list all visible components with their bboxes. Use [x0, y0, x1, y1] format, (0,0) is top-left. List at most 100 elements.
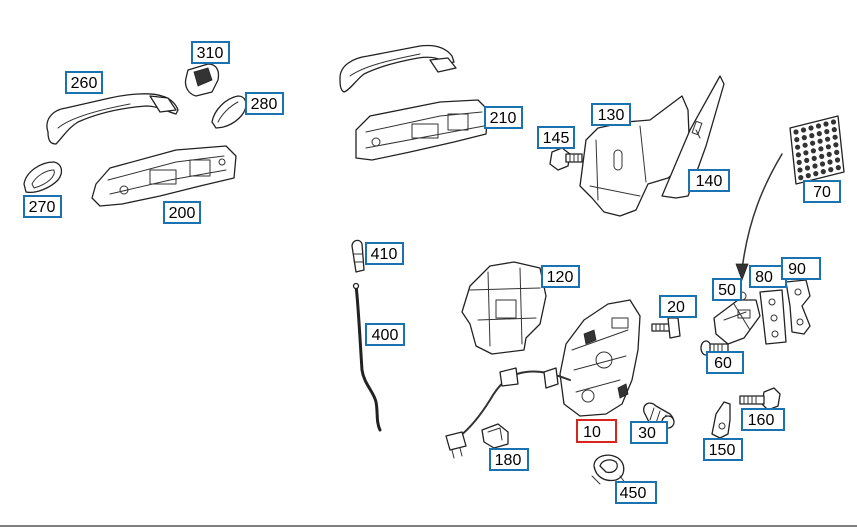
pad-dot: [828, 167, 834, 173]
part-270-gasket[interactable]: [23, 161, 63, 194]
callout-260[interactable]: 260: [65, 71, 103, 94]
part-120-cover[interactable]: [461, 261, 547, 355]
pad-dot: [810, 148, 817, 154]
pad-dot: [818, 146, 824, 152]
callout-450[interactable]: 450: [615, 481, 657, 504]
pad-dot: [831, 127, 837, 133]
pad-dot: [819, 161, 826, 167]
callout-150[interactable]: 150: [703, 438, 743, 461]
callout-20-label: 20: [667, 299, 685, 316]
callout-10-label: 10: [583, 424, 601, 441]
pad-dot: [795, 144, 801, 150]
pad-dot: [810, 140, 816, 146]
part-280-handle-bezel[interactable]: [211, 95, 247, 129]
callout-160[interactable]: 160: [741, 408, 785, 431]
part-180-clip[interactable]: [481, 423, 509, 449]
pad-dot: [801, 135, 807, 141]
pad-dot: [794, 137, 800, 143]
callout-80[interactable]: 80: [749, 265, 787, 288]
callout-90-label: 90: [788, 261, 806, 278]
callout-410[interactable]: 410: [365, 242, 404, 265]
callout-180-label: 180: [495, 452, 522, 469]
callout-210-label: 210: [490, 110, 517, 127]
part-200-handle-carrier[interactable]: [91, 145, 237, 207]
pad-dot: [827, 159, 833, 165]
pad-dot: [816, 131, 822, 137]
part-70-pad[interactable]: [789, 115, 845, 185]
callout-10[interactable]: 10: [576, 419, 617, 443]
pad-dot: [833, 142, 839, 148]
callout-130[interactable]: 130: [591, 103, 631, 126]
pad-dot: [826, 151, 832, 157]
part-20-screw[interactable]: [651, 317, 681, 339]
callout-50[interactable]: 50: [712, 278, 742, 301]
pad-dot: [825, 144, 832, 150]
part-400-rod[interactable]: [352, 282, 382, 432]
part-80-plate[interactable]: [759, 289, 787, 345]
callout-270-label: 270: [29, 199, 56, 216]
callout-180[interactable]: 180: [489, 448, 529, 471]
callout-60-label: 60: [714, 355, 732, 372]
callout-145[interactable]: 145: [537, 126, 575, 149]
pad-dot: [832, 134, 838, 140]
pad-dot: [811, 155, 817, 161]
part-160-bolt[interactable]: [739, 387, 781, 411]
pad-dot: [834, 149, 840, 155]
part-60-screw[interactable]: [700, 340, 729, 356]
callout-310[interactable]: 310: [191, 41, 230, 64]
pad-dot: [804, 165, 811, 171]
callout-140[interactable]: 140: [688, 169, 730, 192]
pad-dot: [830, 119, 837, 125]
part-260-door-handle[interactable]: [46, 93, 179, 145]
part-410-cap[interactable]: [351, 239, 365, 273]
callout-270[interactable]: 270: [23, 195, 62, 218]
pad-dot: [808, 125, 814, 131]
pad-dot: [809, 133, 815, 139]
pad-dot: [824, 129, 830, 135]
part-140-strip[interactable]: [661, 75, 725, 199]
pad-dot: [834, 157, 841, 163]
pad-dot: [798, 175, 804, 181]
callout-200[interactable]: 200: [163, 201, 201, 224]
callout-400[interactable]: 400: [365, 323, 405, 346]
callout-120-label: 120: [547, 269, 574, 286]
part-310-handle-cap[interactable]: [184, 63, 220, 97]
callout-310-label: 310: [197, 45, 224, 62]
part-10-cable: [445, 367, 571, 459]
callout-30[interactable]: 30: [630, 421, 668, 444]
pad-dot: [817, 138, 823, 144]
callout-450-label: 450: [620, 485, 647, 502]
pad-dot: [813, 171, 819, 177]
pad-dot: [823, 121, 829, 127]
callout-labels: 260 310 280 270 200 210 130 145: [23, 41, 841, 504]
pad-dot: [835, 165, 841, 171]
pad-dot: [802, 142, 808, 148]
pad-dot: [800, 127, 807, 133]
part-10-door-lock[interactable]: [559, 299, 641, 417]
callout-20[interactable]: 20: [659, 295, 697, 318]
callout-280[interactable]: 280: [245, 92, 284, 115]
callout-30-label: 30: [638, 425, 656, 442]
callout-150-label: 150: [709, 442, 736, 459]
callout-160-label: 160: [748, 412, 775, 429]
callout-210[interactable]: 210: [484, 106, 523, 129]
callout-60[interactable]: 60: [706, 351, 744, 374]
callout-120[interactable]: 120: [541, 265, 580, 288]
pad-dot: [804, 157, 810, 163]
callout-400-label: 400: [372, 327, 399, 344]
part-150-bracket[interactable]: [711, 401, 731, 439]
callout-145-label: 145: [543, 130, 570, 147]
pad-dot: [796, 159, 802, 165]
pad-dot: [820, 169, 826, 175]
callout-140-label: 140: [696, 173, 723, 190]
part-145-bolt[interactable]: [549, 147, 583, 171]
callout-70[interactable]: 70: [803, 180, 841, 203]
part-210-handle-carrier[interactable]: [355, 99, 489, 161]
pad-dot: [819, 153, 825, 159]
part-450-clamp[interactable]: [591, 454, 627, 485]
arrow-70-to-50: [735, 153, 783, 282]
callout-90[interactable]: 90: [781, 257, 821, 280]
part-90-shim[interactable]: [785, 279, 811, 335]
pad-dot: [812, 163, 818, 169]
